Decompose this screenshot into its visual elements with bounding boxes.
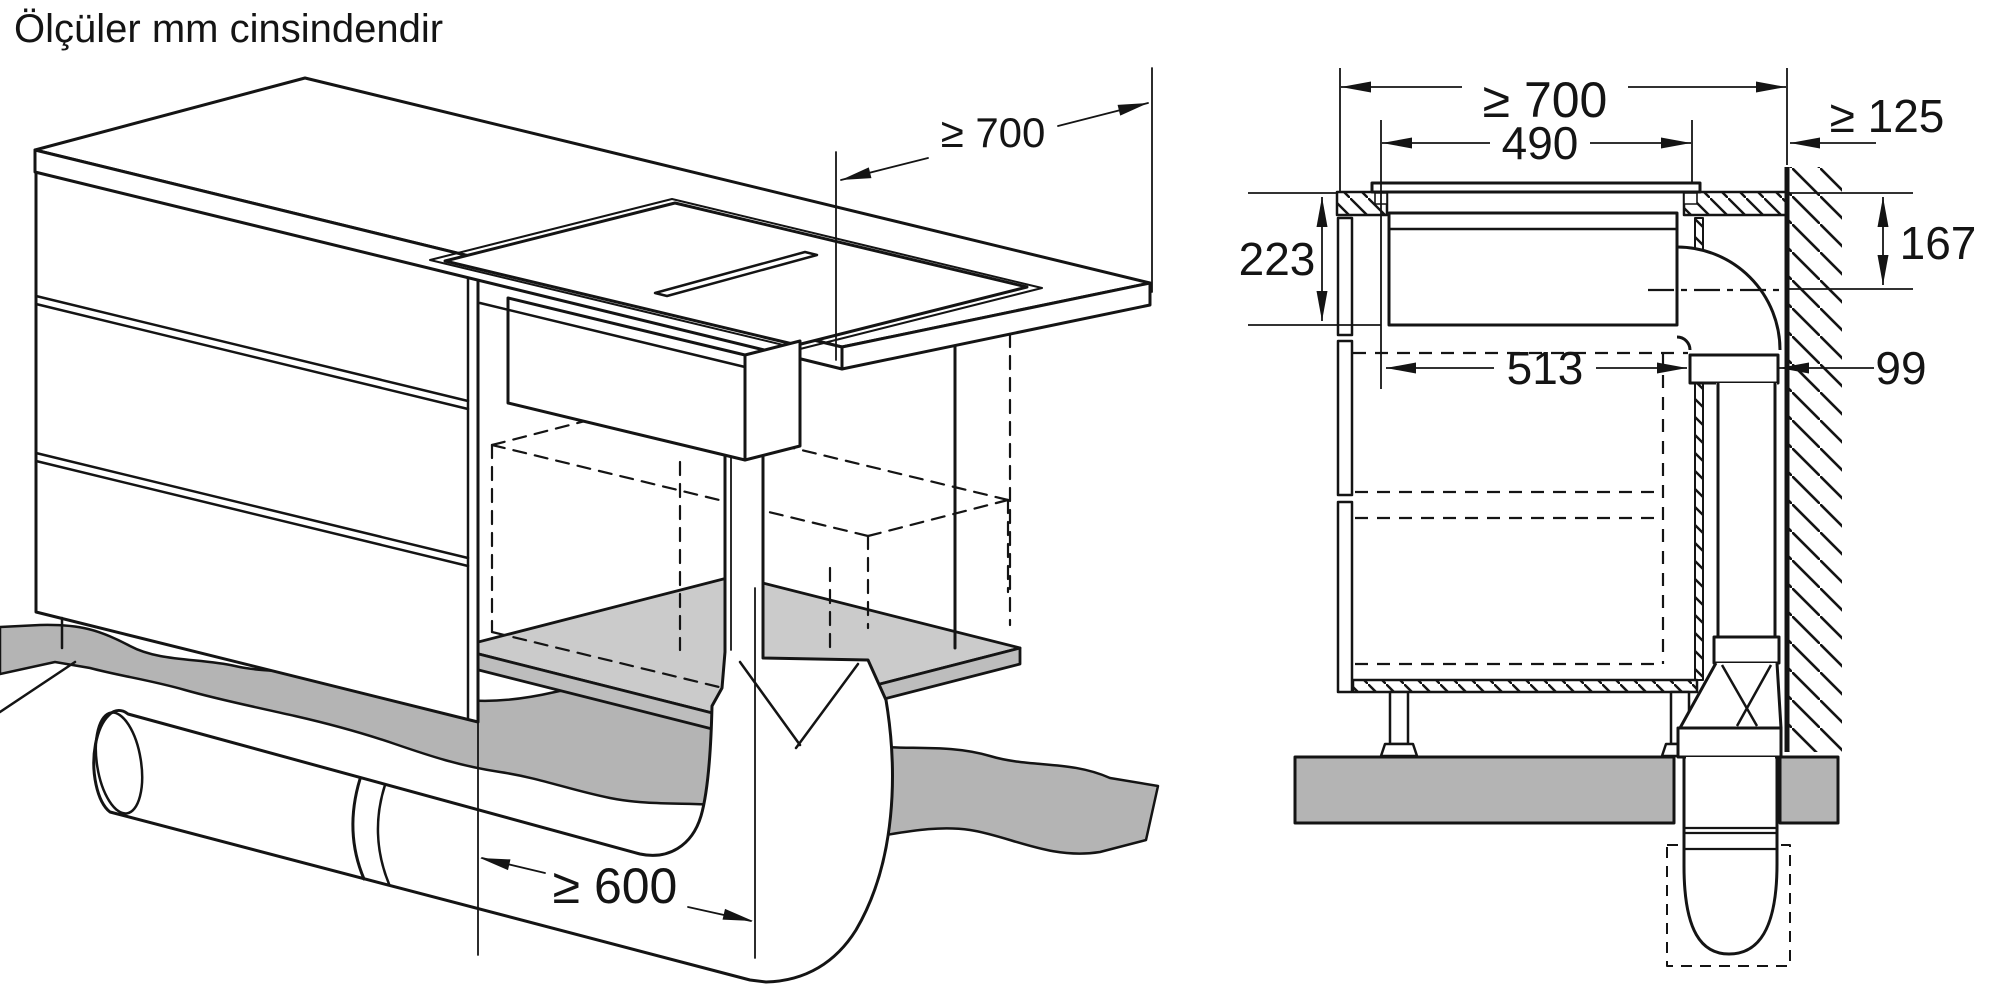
- cabinet-legs: [1379, 690, 1700, 758]
- arrow-icon: [1382, 137, 1412, 149]
- perspective-view: ≥ 700 ≥ 600: [0, 67, 1160, 984]
- arrow-icon: [1756, 81, 1786, 93]
- vent-slot: [653, 250, 819, 298]
- glass-rabbet-right: [1683, 192, 1698, 205]
- duct-elbow-outer: [1676, 245, 1782, 351]
- duct-end-cap: [94, 711, 144, 815]
- section-cabinet: [1336, 216, 1704, 758]
- dim-appliance-height: 223: [1239, 197, 1328, 321]
- funnel-rib-2: [794, 662, 860, 750]
- band-tear-line: [0, 660, 77, 714]
- arrow-icon: [1657, 362, 1687, 374]
- dim-label-min-rear-clearance: ≥ 125: [1830, 90, 1945, 142]
- section-hob: [1335, 181, 1789, 327]
- duct-elbow-fill: [1677, 247, 1780, 355]
- dim-label-min-worktop-depth-left: ≥ 700: [941, 109, 1046, 156]
- hob-housing-section: [1387, 211, 1679, 327]
- arrow-icon: [722, 908, 753, 921]
- arrow-icon: [1661, 137, 1691, 149]
- niche-structure: [478, 301, 1012, 650]
- hob-housing: [506, 296, 802, 462]
- dim-label-duct-outlet-drop: 167: [1900, 217, 1977, 269]
- duct-through-floor: [1682, 757, 1779, 852]
- section-view: ≥ 700 490 ≥ 125 223 167: [1239, 68, 1977, 967]
- duct-joint-ring: [351, 777, 366, 881]
- arrow-icon: [1316, 197, 1328, 227]
- arrow-icon: [1386, 362, 1416, 374]
- arrow-icon: [1790, 137, 1820, 149]
- side-panel-segment: [1336, 216, 1354, 337]
- dim-label-min-worktop-depth-right: ≥ 700: [1483, 72, 1608, 128]
- dim-housing-depth: 513: [1386, 342, 1687, 394]
- duct-elbow-inner: [1676, 335, 1692, 351]
- dim-duct-outlet-drop: 167: [1877, 197, 1977, 285]
- dim-cutout-width: 490: [1382, 117, 1691, 169]
- arrow-icon: [1877, 255, 1889, 285]
- extension-lines: [1248, 68, 1913, 389]
- section-duct: [1666, 245, 1791, 967]
- arrow-icon: [841, 167, 872, 180]
- duct-below-floor-bend: [1682, 849, 1779, 956]
- arrow-icon: [1117, 103, 1148, 116]
- floor: [1293, 755, 1840, 825]
- wall-hatch: [1787, 167, 1842, 752]
- dim-label-housing-depth: 513: [1507, 342, 1584, 394]
- flat-duct-section: [1688, 353, 1780, 385]
- arrow-icon: [1779, 362, 1809, 374]
- worktop-section-right: [1682, 190, 1789, 217]
- dim-min-rear-clearance: ≥ 125: [1790, 90, 1944, 149]
- exhaust-duct-assembly: [92, 453, 894, 984]
- clearance-dashed-box: [490, 407, 1010, 697]
- dim-label-flat-duct-depth: 99: [1875, 342, 1926, 394]
- duct-joint-ring-2: [376, 783, 391, 886]
- dim-label-appliance-height: 223: [1239, 233, 1316, 285]
- dim-min-worktop-depth-left: ≥ 700: [835, 67, 1153, 361]
- dim-min-cabinet-width: ≥ 600: [477, 587, 756, 959]
- funnel-rib-1: [738, 660, 802, 747]
- dim-min-worktop-depth-right: ≥ 700: [1341, 72, 1786, 128]
- vertical-duct: [1716, 383, 1777, 637]
- arrow-icon: [480, 858, 511, 871]
- arrow-icon: [1877, 197, 1889, 227]
- wall: [1784, 167, 1842, 752]
- drawer-clearance-dashed: [1353, 351, 1688, 666]
- duct-cone: [1678, 662, 1783, 729]
- duct-coupling: [1712, 635, 1781, 665]
- bottom-panel: [1351, 678, 1699, 694]
- side-panel-segment: [1336, 500, 1354, 694]
- dim-flat-duct-depth: 99: [1779, 342, 1927, 394]
- page-title: Ölçüler mm cinsindendir: [14, 7, 443, 51]
- arrow-icon: [1316, 291, 1328, 321]
- drawer-division-lines: [34, 294, 470, 568]
- arrow-icon: [1341, 81, 1371, 93]
- duct-joint: [1684, 826, 1777, 835]
- hob-glass-section: [1370, 181, 1702, 194]
- duct-flange: [1676, 726, 1783, 759]
- duct-cone-ribs: [1720, 664, 1773, 727]
- dim-label-cutout-width: 490: [1502, 117, 1579, 169]
- side-panel-segment: [1336, 339, 1354, 497]
- back-panel: [1694, 217, 1704, 681]
- dim-label-min-cabinet-width: ≥ 600: [553, 858, 678, 914]
